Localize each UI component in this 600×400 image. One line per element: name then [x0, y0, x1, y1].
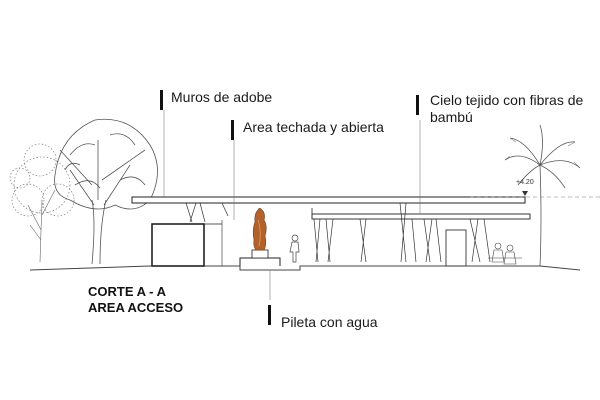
seated-people: [488, 242, 522, 265]
level-mark: +4.20: [516, 179, 534, 186]
pedestal: [251, 249, 269, 259]
label-ceiling-line1: Cielo tejido con fibras de: [430, 92, 584, 108]
label-covered-area: Area techada y abierta: [243, 119, 384, 135]
label-walls: Muros de adobe: [171, 89, 273, 105]
person-figure: [289, 234, 300, 263]
pool-base: [239, 257, 281, 266]
adobe-wall: [151, 223, 205, 267]
marker-covered: [231, 120, 234, 140]
marker-pool: [268, 305, 271, 325]
tree-left-icon: [9, 143, 75, 263]
level-marker-icon: [522, 191, 528, 196]
section-title-line1: CORTE A - A: [88, 284, 166, 299]
label-pool: Pileta con agua: [281, 314, 378, 330]
tree-large-icon: [54, 118, 158, 265]
ground-line: [29, 265, 581, 271]
bamboo-columns: [185, 202, 491, 263]
section-title-line2: AREA ACCESO: [88, 300, 184, 315]
door-block: [445, 229, 467, 267]
roof-slab: [131, 196, 526, 204]
ceiling-slab: [311, 213, 531, 220]
marker-walls: [160, 90, 163, 110]
label-ceiling-line2: bambú: [430, 109, 473, 125]
marker-ceiling: [416, 95, 419, 115]
palm-tree-icon: [504, 124, 581, 267]
